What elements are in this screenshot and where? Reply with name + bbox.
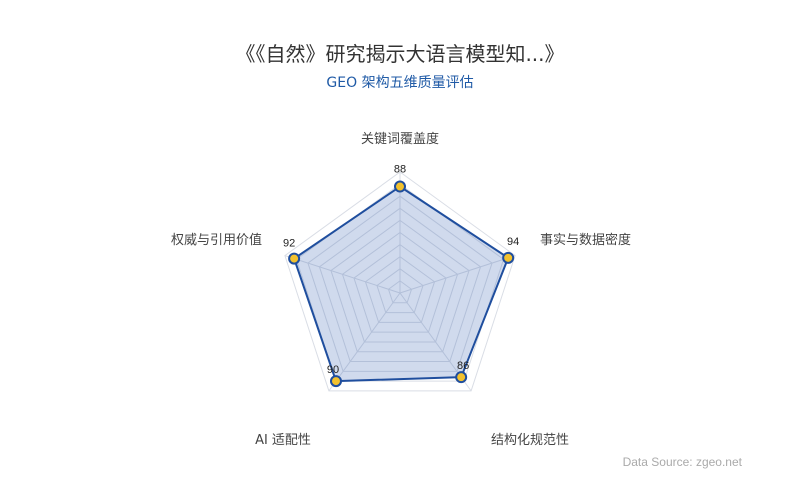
grid-spoke: [328, 292, 401, 392]
data-value-label: 90: [327, 364, 339, 376]
chart-subtitle: GEO 架构五维质量评估: [326, 75, 474, 91]
data-value-label: 94: [507, 236, 519, 248]
data-source-note: Data Source: zgeo.net: [622, 455, 742, 469]
axis-label: 关键词覆盖度: [361, 131, 439, 147]
axis-label: 事实与数据密度: [540, 232, 631, 248]
data-point[interactable]: [455, 371, 468, 384]
grid-spoke: [284, 255, 401, 294]
axis-label: 结构化规范性: [491, 433, 569, 448]
grid-ring: [307, 195, 493, 372]
grid-ring: [387, 280, 413, 304]
data-value-label: 88: [394, 164, 406, 176]
grid-ring: [364, 256, 436, 323]
grid-ring: [318, 207, 482, 363]
series-area: [293, 185, 510, 383]
data-point[interactable]: [288, 252, 301, 265]
grid-ring: [330, 219, 470, 353]
chart-title: 《《自然》研究揭示大语言模型知...》: [235, 42, 565, 66]
axis-label: 权威与引用价值: [171, 232, 262, 248]
grid-ring: [295, 183, 505, 382]
data-value-label: 86: [457, 360, 469, 372]
data-point[interactable]: [502, 251, 515, 264]
data-value-label: 92: [283, 238, 295, 250]
data-point[interactable]: [394, 180, 406, 193]
grid-spoke: [399, 255, 516, 294]
radar-series: 88 94 86 90 92: [283, 164, 519, 388]
grid-ring: [284, 171, 516, 392]
grid-ring: [353, 243, 447, 333]
grid-ring: [341, 231, 459, 343]
axis-label: AI 适配性: [255, 433, 311, 448]
grid-ring: [376, 268, 424, 314]
data-point[interactable]: [329, 375, 342, 388]
